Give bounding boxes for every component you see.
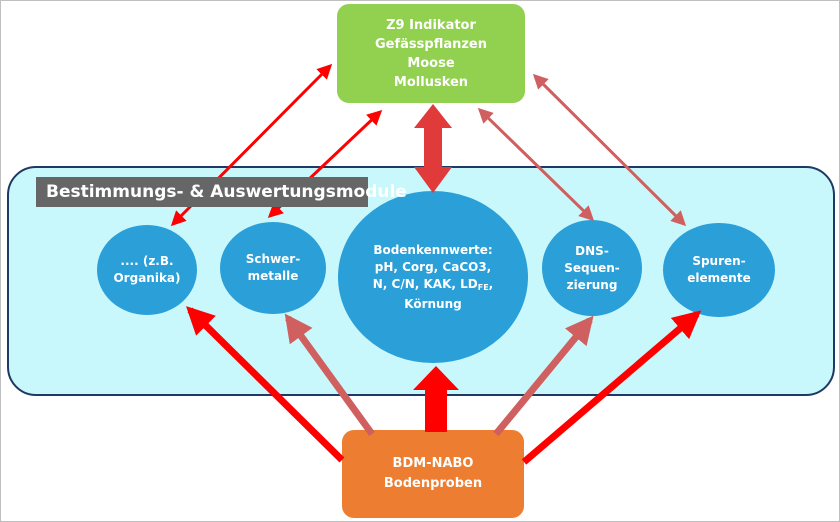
module-line: DNS- xyxy=(575,243,609,258)
module-bodenkennwerte-ellipse xyxy=(338,191,528,363)
module-bodenkennwerte-label: Bodenkennwerte: pH, Corg, CaCO3, N, C/N,… xyxy=(338,194,528,360)
arrow-bottom-organika xyxy=(186,306,345,463)
module-line: pH, Corg, CaCO3, xyxy=(374,259,492,274)
top-box-line: Z9 Indikator xyxy=(386,17,476,33)
module-schwermetalle-label: Schwer- metalle xyxy=(220,222,326,314)
module-line: elemente xyxy=(687,271,751,285)
module-line: Schwer- xyxy=(245,252,301,266)
module-organika-ellipse xyxy=(97,225,197,315)
top-box-line: Moose xyxy=(407,55,455,71)
bottom-box-line: Bodenproben xyxy=(383,476,483,491)
module-line: zierung xyxy=(566,277,618,292)
top-box-line: Mollusken xyxy=(393,74,469,90)
bottom-box xyxy=(342,430,524,518)
top-box xyxy=(337,4,525,103)
bottom-box-label: BDM-NABO Bodenproben xyxy=(342,430,524,518)
module-panel-title: Bestimmungs- & Auswertungsmodule xyxy=(36,177,407,207)
top-box-line: Gefässpflanzen xyxy=(375,36,487,52)
arrow-bottom-schwermetalle xyxy=(284,313,375,437)
module-line: N, C/N, KAK, LD xyxy=(372,276,478,291)
module-spuren-label: Spuren- elemente xyxy=(663,223,775,317)
arrow-bottom-spuren xyxy=(521,310,702,465)
module-line-ld: N, C/N, KAK, LDFE, xyxy=(373,276,493,296)
module-line: metalle xyxy=(247,269,299,283)
module-line: Organika) xyxy=(113,271,181,285)
ld-subscript: FE xyxy=(477,282,489,292)
module-line: Spuren- xyxy=(692,254,746,268)
arrow-bottom-dns xyxy=(493,315,594,437)
ld-suffix: , xyxy=(488,276,494,291)
arrow-top-bodenkennwerte xyxy=(414,104,452,193)
module-line: Bodenkennwerte: xyxy=(373,242,493,257)
module-organika-label: .... (z.B. Organika) xyxy=(97,225,197,315)
module-schwermetalle-ellipse xyxy=(220,222,326,314)
module-spuren-ellipse xyxy=(663,223,775,317)
module-line: Körnung xyxy=(404,296,462,311)
module-line: .... (z.B. xyxy=(120,254,174,268)
arrow-bottom-bodenkennwerte xyxy=(413,366,459,432)
top-box-label: Z9 Indikator Gefässpflanzen Moose Mollus… xyxy=(337,4,525,103)
module-dns-label: DNS- Sequen- zierung xyxy=(542,220,642,316)
module-line: Sequen- xyxy=(564,260,620,275)
module-dns-ellipse xyxy=(542,220,642,316)
bottom-box-line: BDM-NABO xyxy=(392,456,474,471)
arrow-top-spuren xyxy=(532,73,687,227)
